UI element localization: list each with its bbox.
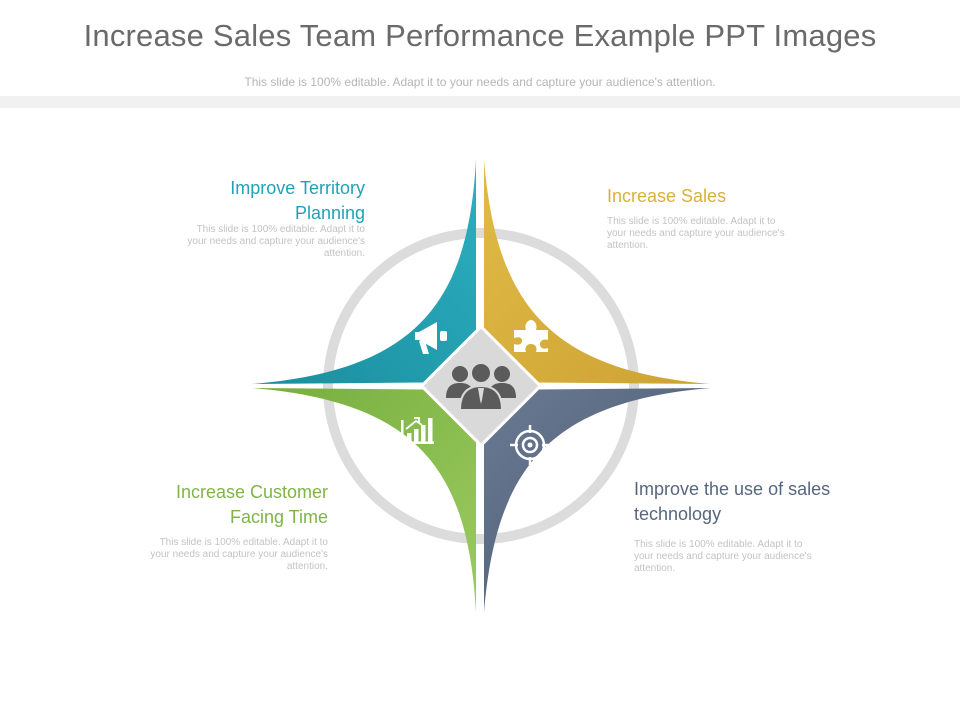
- team-icon: [446, 362, 516, 411]
- quadrant-top-left-description: This slide is 100% editable. Adapt it to…: [187, 224, 365, 259]
- quadrant-bottom-left-description: This slide is 100% editable. Adapt it to…: [150, 537, 328, 572]
- header-divider-band: [0, 96, 960, 108]
- quadrant-bottom-right-label: Improve the use of sales technology: [634, 479, 831, 524]
- quadrant-top-right-description: This slide is 100% editable. Adapt it to…: [607, 216, 785, 251]
- puzzle-icon: [514, 320, 548, 352]
- quadrant-bottom-right-petal[interactable]: [484, 388, 710, 612]
- quadrant-top-left-petal[interactable]: [252, 160, 476, 384]
- quadrant-bottom-right-description: This slide is 100% editable. Adapt it to…: [634, 539, 812, 574]
- slide-title: Increase Sales Team Performance Example …: [83, 18, 877, 53]
- slide-subtitle: This slide is 100% editable. Adapt it to…: [244, 75, 716, 89]
- quadrant-top-right-petal[interactable]: [484, 160, 710, 384]
- quadrant-bottom-left-label: Increase Customer Facing Time: [175, 482, 328, 527]
- target-icon: [510, 425, 550, 465]
- megaphone-icon: [415, 322, 447, 354]
- quadrant-top-left-label: Improve Territory Planning: [230, 178, 365, 223]
- background-ring: [323, 228, 639, 544]
- quadrant-top-right-label: Increase Sales: [607, 186, 727, 206]
- bar-chart-icon: [401, 417, 434, 444]
